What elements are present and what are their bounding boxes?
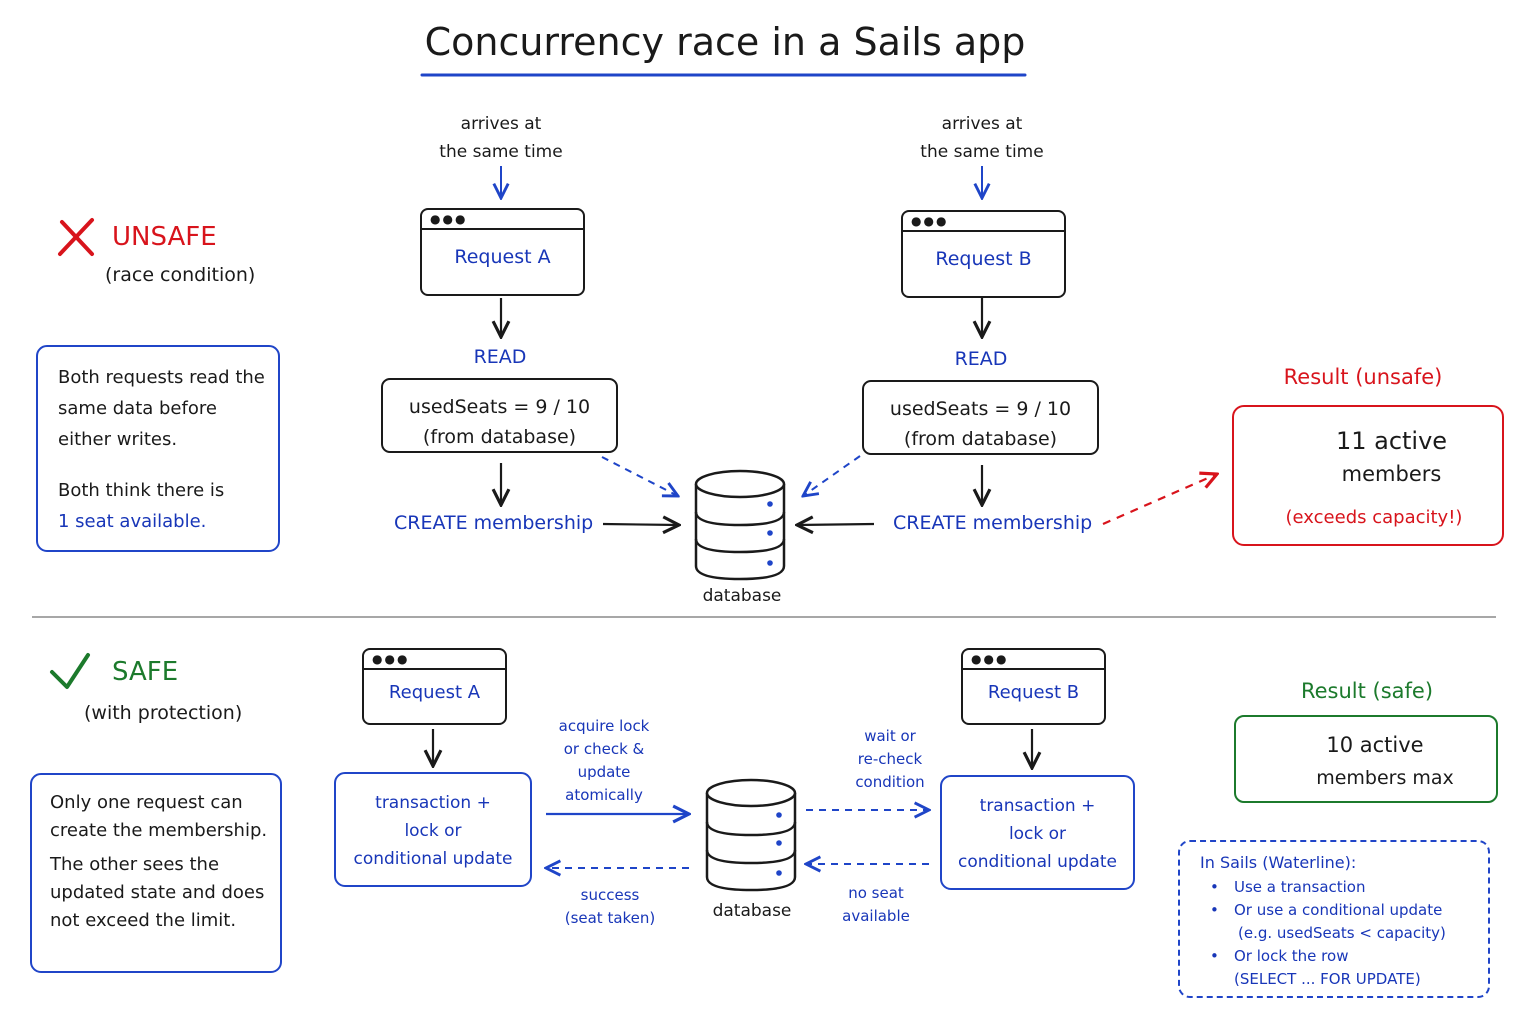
unsafe-note-para2: Both think there is 1 seat available. — [58, 475, 270, 537]
safe-transaction-box-b: transaction + lock or conditional update — [940, 775, 1135, 890]
read-source-b: (from database) — [903, 428, 1058, 450]
read-label-a: READ — [473, 346, 527, 368]
request-a-label: Request A — [454, 246, 551, 268]
read-b-db-dashed-arrow — [803, 455, 861, 496]
acquire-line: or check & — [563, 740, 645, 758]
success-line: (seat taken) — [564, 909, 656, 927]
database-icon-unsafe — [694, 469, 786, 581]
safe-request-b-label: Request B — [987, 682, 1080, 703]
tip-item: Use a transaction — [1200, 876, 1482, 899]
no-seat-label: no seat available — [816, 882, 936, 928]
tx-a-line1: transaction + — [375, 793, 491, 813]
tip-item: Or lock the row — [1200, 945, 1482, 968]
tx-b-line3: conditional update — [957, 852, 1118, 872]
arrival-label-a: arrives at the same time — [401, 110, 601, 166]
no-seat-line: no seat — [848, 884, 904, 902]
create-a-db-arrow — [602, 524, 679, 525]
wait-recheck-label: wait or re-check condition — [825, 725, 955, 794]
window-titlebar: ●●● — [422, 210, 583, 230]
no-seat-line: available — [842, 907, 910, 925]
tx-a-line2: lock or — [404, 821, 462, 841]
safe-result-line1: 10 active — [1326, 733, 1424, 757]
read-source-a: (from database) — [422, 426, 577, 448]
safe-result-line2: members max — [1316, 767, 1454, 789]
unsafe-result-dashed-arrow — [1102, 474, 1217, 526]
arrival-line2-b: the same time — [920, 142, 1044, 162]
read-result-box-b: usedSeats = 9 / 10 (from database) — [862, 380, 1099, 455]
unsafe-result-note: (exceeds capacity!) — [1285, 507, 1463, 528]
create-membership-b: CREATE membership — [893, 512, 1093, 534]
unsafe-result-line1: 11 active — [1335, 427, 1448, 455]
tips-list: Use a transaction Or use a conditional u… — [1200, 876, 1482, 991]
window-dots-icon: ●●● — [430, 212, 468, 226]
read-a-db-dashed-arrow — [601, 456, 678, 496]
success-line: success — [580, 886, 640, 904]
unsafe-note-highlight: 1 seat available. — [58, 511, 207, 532]
tx-a-line3: conditional update — [353, 849, 513, 869]
tx-b-line1: transaction + — [979, 796, 1096, 816]
wait-line: wait or — [864, 727, 916, 745]
database-icon-safe — [705, 778, 797, 892]
window-titlebar: ●●● — [364, 650, 505, 670]
safe-note-para2: The other sees the updated state and doe… — [50, 854, 265, 931]
waterline-tips-box: In Sails (Waterline): Use a transaction … — [1178, 840, 1490, 998]
request-b-window: ●●● Request B — [901, 210, 1066, 298]
safe-request-a-window: ●●● Request A — [362, 648, 507, 725]
read-result-box-a: usedSeats = 9 / 10 (from database) — [381, 378, 618, 453]
acquire-line: acquire lock — [558, 717, 650, 735]
window-dots-icon: ●●● — [971, 652, 1009, 666]
acquire-line: atomically — [565, 786, 643, 804]
request-b-label: Request B — [935, 248, 1032, 270]
safe-heading: SAFE — [112, 657, 179, 687]
wait-line: re-check — [857, 750, 923, 768]
window-titlebar: ●●● — [963, 650, 1104, 670]
unsafe-subheading: (race condition) — [105, 264, 256, 286]
safe-explanation-note: Only one request can create the membersh… — [30, 773, 282, 973]
arrival-line1-b: arrives at — [941, 114, 1023, 134]
page-title: Concurrency race in a Sails app — [424, 20, 1026, 64]
read-label-b: READ — [954, 348, 1008, 370]
tips-heading: In Sails (Waterline): — [1200, 853, 1357, 872]
window-dots-icon: ●●● — [911, 214, 949, 228]
safe-result-box: 10 active members max — [1234, 715, 1498, 803]
x-mark-icon — [58, 218, 94, 256]
safe-subheading: (with protection) — [84, 702, 243, 724]
tip-item: Or use a conditional update — [1200, 899, 1482, 922]
wait-line: condition — [855, 773, 925, 791]
unsafe-result-box: 11 active members (exceeds capacity!) — [1232, 405, 1504, 546]
read-value-b: usedSeats = 9 / 10 — [889, 398, 1072, 420]
tx-b-line2: lock or — [1008, 824, 1067, 844]
safe-request-b-window: ●●● Request B — [961, 648, 1106, 725]
database-label-unsafe: database — [702, 586, 782, 606]
window-dots-icon: ●●● — [372, 652, 410, 666]
tip-detail: (SELECT ... FOR UPDATE) — [1234, 970, 1421, 988]
acquire-line: update — [577, 763, 631, 781]
unsafe-result-line2: members — [1341, 462, 1442, 486]
unsafe-result-heading: Result (unsafe) — [1283, 365, 1443, 389]
unsafe-explanation-note: Both requests read the same data before … — [36, 345, 280, 552]
arrival-line1-a: arrives at — [460, 114, 542, 134]
safe-request-a-label: Request A — [388, 682, 481, 703]
arrival-line2-a: the same time — [439, 142, 563, 162]
success-label: success (seat taken) — [540, 884, 680, 930]
create-membership-a: CREATE membership — [394, 512, 594, 534]
database-label-safe: database — [712, 901, 792, 921]
acquire-lock-label: acquire lock or check & update atomicall… — [534, 715, 674, 807]
safe-transaction-box-a: transaction + lock or conditional update — [334, 772, 532, 887]
window-titlebar: ●●● — [903, 212, 1064, 232]
read-value-a: usedSeats = 9 / 10 — [408, 396, 591, 418]
create-b-db-arrow — [797, 524, 875, 525]
unsafe-heading: UNSAFE — [112, 222, 217, 252]
unsafe-note-para1: Both requests read the same data before … — [58, 367, 265, 450]
check-mark-icon — [50, 653, 90, 689]
unsafe-note-para2-prefix: Both think there is — [58, 480, 225, 501]
safe-note-para1: Only one request can create the membersh… — [50, 792, 268, 841]
request-a-window: ●●● Request A — [420, 208, 585, 296]
safe-result-heading: Result (safe) — [1300, 679, 1434, 703]
tip-detail: (e.g. usedSeats < capacity) — [1238, 924, 1446, 942]
arrival-label-b: arrives at the same time — [882, 110, 1082, 166]
